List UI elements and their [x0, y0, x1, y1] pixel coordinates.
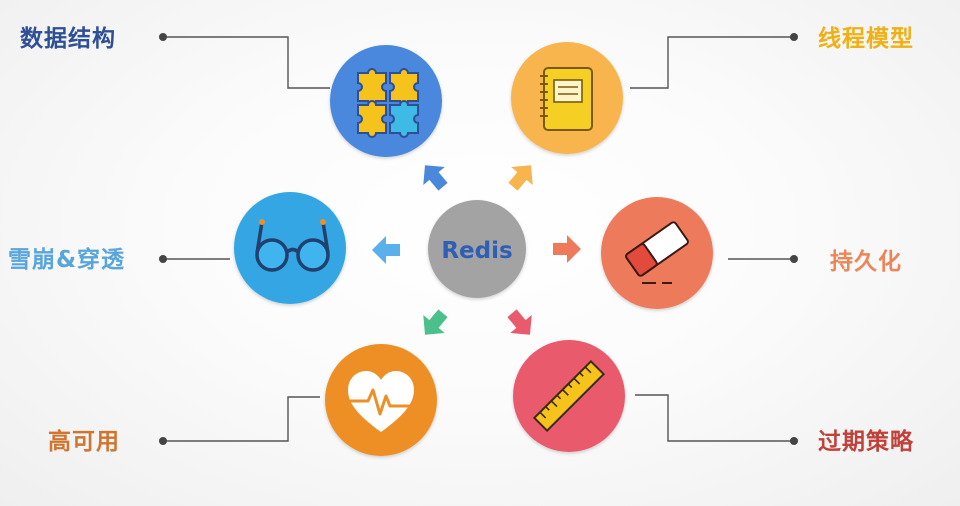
- dot-high-availability: [159, 437, 167, 445]
- connector-expiry: [635, 394, 794, 442]
- dot-avalanche: [159, 255, 167, 263]
- arrow-thread-model: [508, 165, 533, 191]
- dot-thread-model: [790, 33, 798, 41]
- arrow-data-structure: [423, 165, 448, 191]
- node-label: 数据结构: [20, 26, 116, 52]
- arrow-high-availability: [423, 309, 448, 335]
- arrow-avalanche: [372, 236, 400, 264]
- node-avalanche: [234, 192, 346, 304]
- node-label: 线程模型: [818, 26, 914, 52]
- glasses-icon: [255, 221, 330, 272]
- arrows: [372, 165, 581, 335]
- node-label: 持久化: [830, 249, 902, 275]
- node-label: 过期策略: [818, 429, 914, 455]
- arrow-expiry: [507, 309, 532, 335]
- connector-lines: [163, 36, 794, 442]
- dot-expiry: [790, 437, 798, 445]
- dot-persistence: [790, 255, 798, 263]
- eraser-icon: [625, 221, 689, 277]
- node-label: 雪崩&穿透: [8, 247, 126, 273]
- connector-dots: [159, 33, 798, 445]
- center-label: Redis: [441, 238, 513, 264]
- notebook-icon: [540, 67, 593, 131]
- glasses-temple-tips: [259, 219, 326, 225]
- connector-high-availability: [163, 396, 320, 442]
- node-label: 高可用: [48, 429, 120, 455]
- connector-thread-model: [630, 36, 794, 89]
- connector-data-structure: [163, 36, 330, 89]
- center-node: [428, 200, 526, 298]
- dot-data-structure: [159, 33, 167, 41]
- puzzle-icon: [357, 68, 419, 138]
- arrow-persistence: [553, 235, 581, 263]
- ruler-icon: [532, 359, 606, 433]
- heartbeat-icon: [348, 371, 414, 432]
